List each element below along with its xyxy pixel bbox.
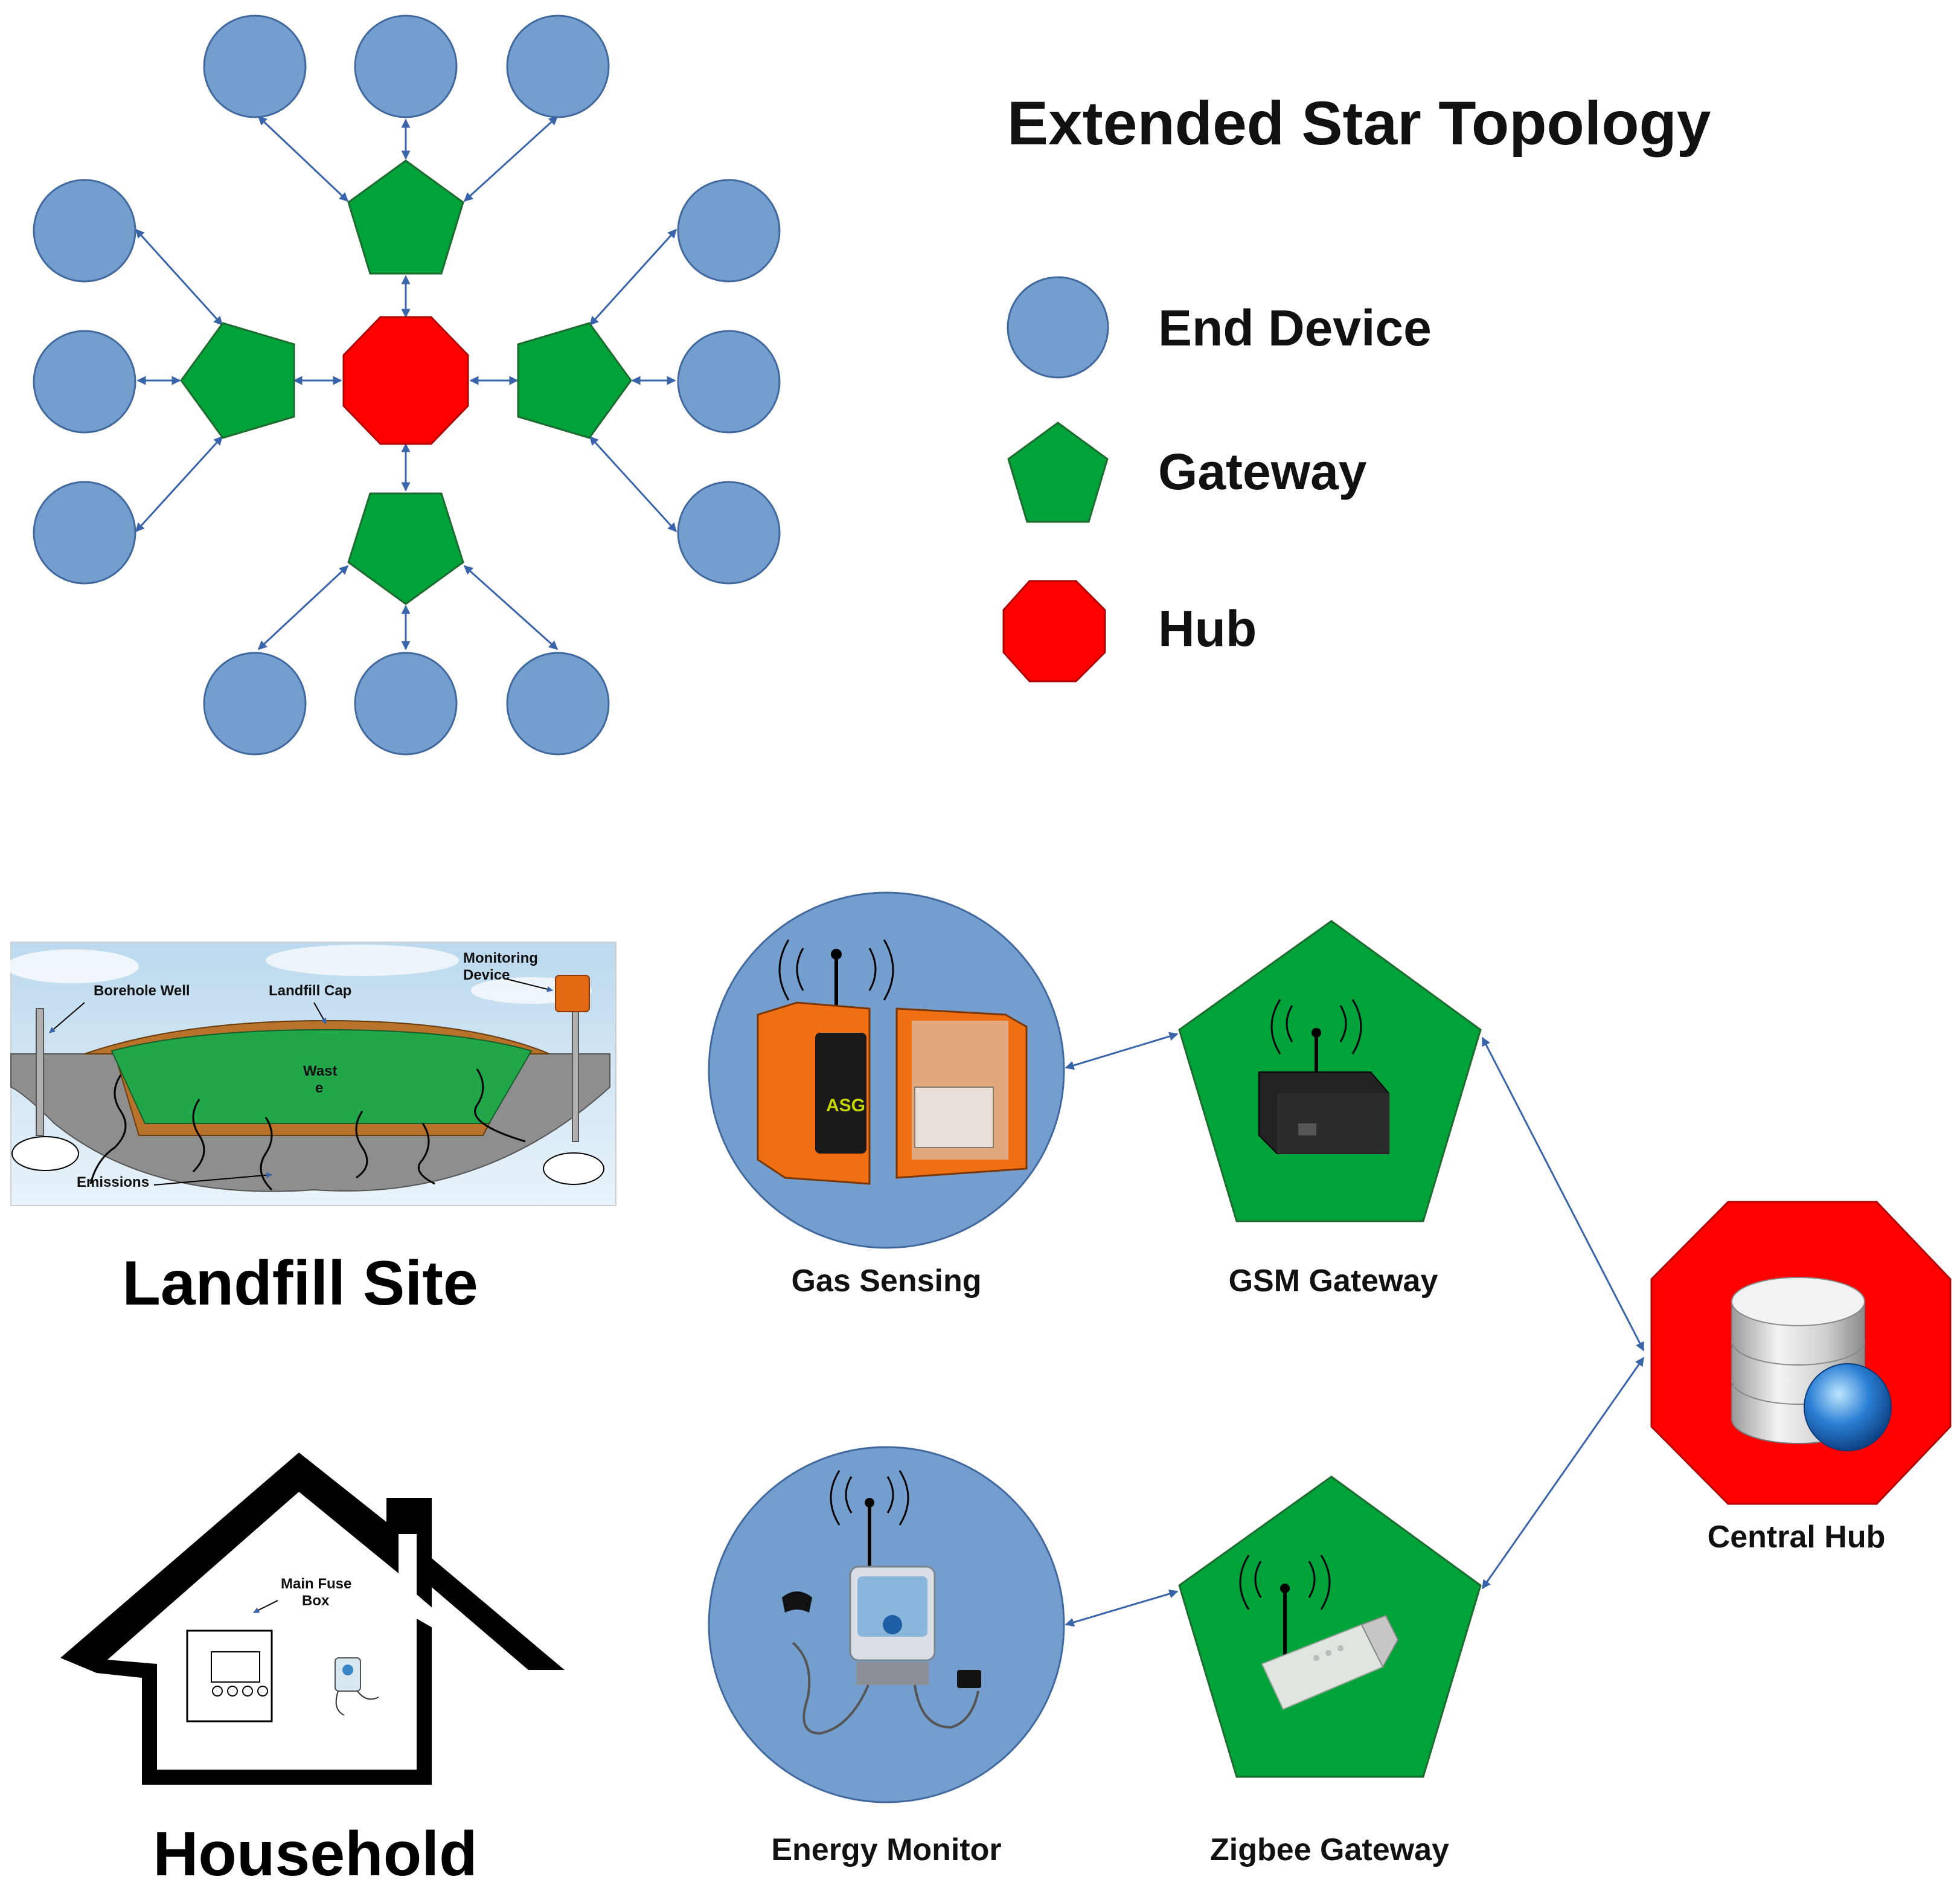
gateway-node-right [517, 322, 632, 439]
link-bottom-gw-device-1 [257, 565, 349, 650]
landfill-illustration: Borehole Well Landfill Cap Monitoring De… [6, 942, 617, 1206]
gas-sensing-node: ASG [708, 891, 1065, 1249]
gsm-gateway-node [1178, 920, 1482, 1222]
end-device-node [354, 14, 458, 118]
gateway-node-bottom [347, 492, 464, 605]
central-hub-label: Central Hub [1708, 1520, 1886, 1555]
end-device-node [677, 481, 781, 585]
zigbee-gateway-label: Zigbee Gateway [1210, 1832, 1449, 1867]
gas-sensing-label: Gas Sensing [792, 1263, 982, 1299]
end-device-node [506, 652, 610, 756]
end-device-node [506, 14, 610, 118]
gsm-gateway-label: GSM Gateway [1229, 1263, 1438, 1299]
legend-end-device-swatch [1007, 276, 1109, 379]
legend: End Device Gateway Hub [1002, 276, 1432, 682]
landfill-monitoring-label: Monitoring [463, 950, 538, 966]
gateways-top [180, 159, 632, 605]
monitoring-device-icon [555, 975, 590, 1012]
link-right-gw-device-3 [589, 435, 677, 533]
end-device-node [203, 14, 307, 118]
legend-gateway-label: Gateway [1158, 443, 1367, 500]
energy-monitor-label: Energy Monitor [771, 1832, 1001, 1867]
end-devices-top [33, 14, 781, 756]
fuse-box-label: Main Fuse [281, 1576, 351, 1592]
legend-hub-label: Hub [1158, 600, 1257, 657]
link-bottom-gw-device-3 [463, 565, 559, 650]
link-gsm-hub [1481, 1036, 1645, 1352]
link-top-gw-device-1 [257, 115, 349, 202]
zigbee-gateway-node [1178, 1475, 1482, 1778]
link-left-gw-device-1 [135, 228, 223, 326]
energy-monitor-node [708, 1446, 1065, 1803]
end-device-node [33, 330, 136, 434]
link-energy-zigbee [1065, 1589, 1179, 1627]
landfill-cap-label: Landfill Cap [269, 983, 351, 999]
asg-module [815, 1033, 866, 1154]
link-gas-gsm [1065, 1032, 1179, 1070]
hub-node [342, 316, 469, 445]
end-device-node [33, 481, 136, 585]
star-connectors [135, 115, 677, 650]
asg-label: ASG [826, 1096, 865, 1116]
landfill-waste-label-2: e [315, 1080, 323, 1096]
legend-hub-swatch [1002, 580, 1106, 682]
landfill-waste-label: Wast [303, 1063, 337, 1079]
link-right-gw-device-1 [589, 228, 677, 326]
end-device-node [33, 179, 136, 283]
end-device-node [203, 652, 307, 756]
household-illustration: Main Fuse Box [60, 1453, 565, 1785]
gateway-node-left [180, 322, 295, 439]
application-connectors [1065, 1032, 1645, 1627]
landfill-site-title: Landfill Site [122, 1248, 478, 1318]
landfill-monitoring-label-2: Device [463, 967, 510, 983]
gateway-node-top [347, 159, 464, 275]
link-top-gw-device-3 [463, 115, 559, 202]
link-zigbee-hub [1481, 1356, 1645, 1590]
end-device-node [677, 179, 781, 283]
end-device-node [354, 652, 458, 756]
fuse-box-label-2: Box [302, 1593, 330, 1609]
legend-end-device-label: End Device [1158, 300, 1432, 356]
central-hub-node [1650, 1201, 1952, 1505]
link-left-gw-device-3 [135, 435, 223, 533]
household-title: Household [153, 1819, 477, 1889]
end-device-node [677, 330, 781, 434]
globe-icon [1804, 1363, 1892, 1451]
legend-gateway-swatch [1007, 422, 1109, 523]
diagram-title: Extended Star Topology [1007, 89, 1711, 158]
landfill-emissions-label: Emissions [77, 1174, 149, 1190]
landfill-borehole-label: Borehole Well [94, 983, 190, 999]
